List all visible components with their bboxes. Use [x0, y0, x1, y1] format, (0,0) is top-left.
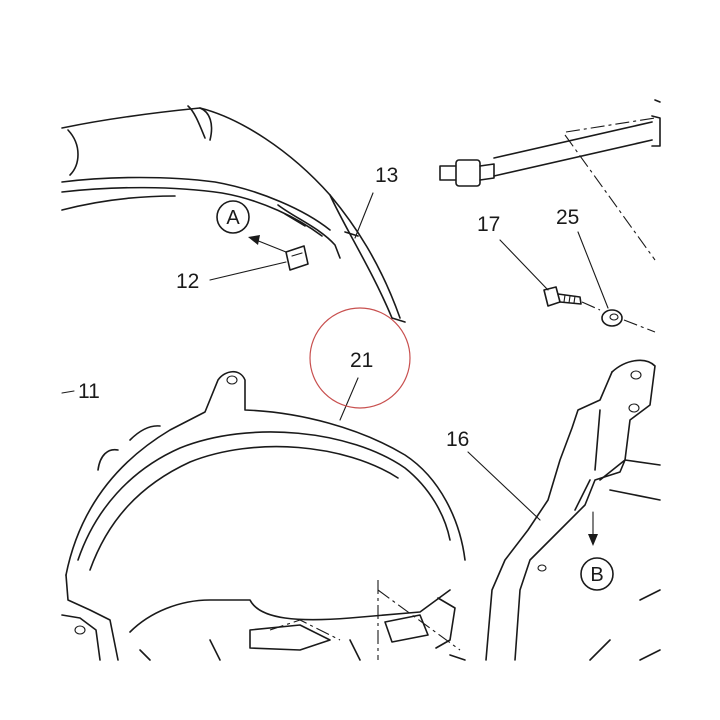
callout-circle-a [216, 200, 250, 234]
label-25: 25 [556, 206, 579, 229]
centerline-fastener [581, 301, 656, 333]
centerline-harness [564, 134, 656, 261]
wire-harness-connector [439, 99, 661, 187]
arrow-to-a [248, 235, 287, 253]
callout-b-label: B [590, 564, 603, 586]
housing-21 [61, 370, 466, 661]
washer-25 [601, 309, 623, 327]
upper-cowl [61, 105, 406, 323]
label-21: 21 [350, 349, 373, 372]
highlight-ring [309, 307, 411, 409]
label-16: 16 [446, 428, 469, 451]
centerline-lower [269, 619, 341, 641]
bolt-17 [543, 286, 582, 307]
leader-lines [61, 192, 609, 521]
label-13: 13 [375, 164, 398, 187]
bracket-16 [485, 359, 661, 661]
callout-circle-b [580, 557, 614, 591]
label-11: 11 [78, 380, 100, 403]
clip-12 [285, 245, 309, 271]
label-17: 17 [477, 213, 500, 236]
callout-a-label: A [226, 207, 240, 229]
centerline-top [565, 117, 656, 133]
centerline-diagonal [377, 589, 461, 651]
arrow-to-b [588, 511, 598, 546]
label-12: 12 [176, 270, 199, 293]
